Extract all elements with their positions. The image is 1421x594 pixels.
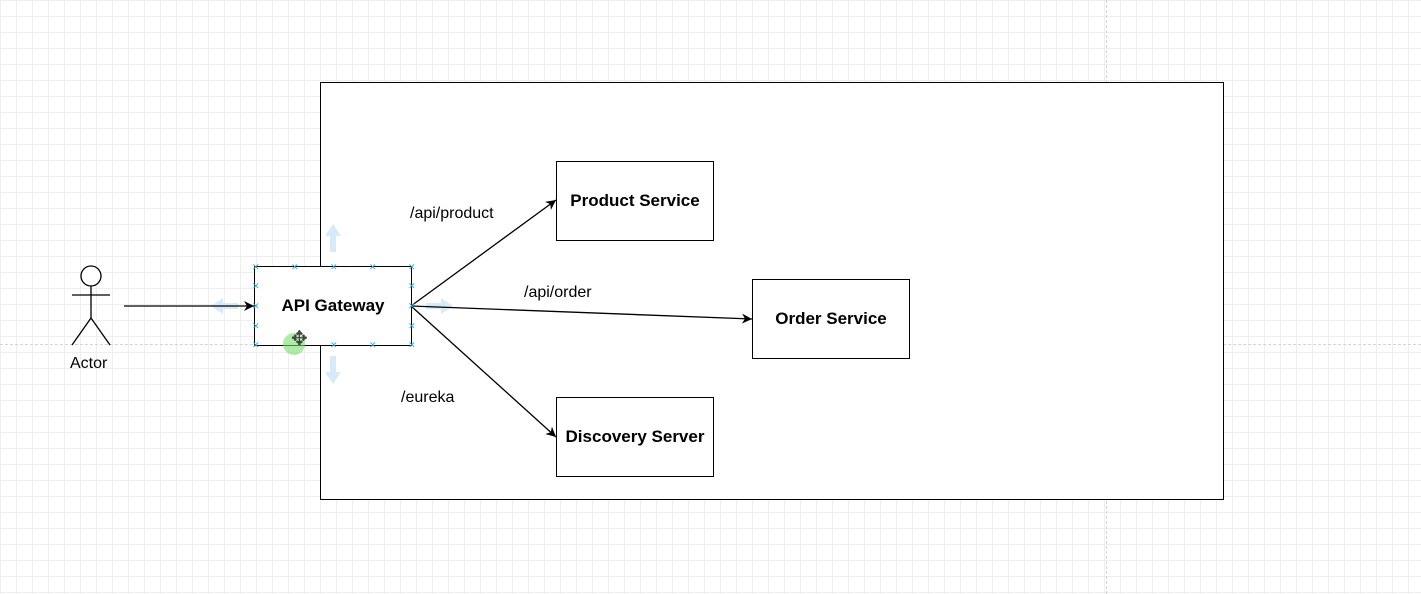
- resize-handle[interactable]: ✕: [408, 281, 416, 291]
- eureka-route-label[interactable]: /eureka: [401, 389, 455, 406]
- gateway-to-discovery-edge[interactable]: [410, 305, 557, 438]
- gateway-to-order-edge[interactable]: [410, 305, 753, 324]
- product-service-node[interactable]: Product Service: [556, 161, 714, 241]
- move-cross-icon[interactable]: ✥: [291, 328, 308, 350]
- resize-handle[interactable]: ✕: [252, 262, 260, 272]
- order-service-node[interactable]: Order Service: [752, 279, 910, 359]
- resize-handle[interactable]: ✕: [252, 321, 260, 331]
- arrow-up-icon: [325, 224, 341, 252]
- discovery-server-node[interactable]: Discovery Server: [556, 397, 714, 477]
- gateway-to-product-edge[interactable]: [410, 199, 557, 307]
- order-route-label[interactable]: /api/order: [524, 284, 592, 301]
- connection-point-hover[interactable]: [283, 333, 305, 355]
- resize-handle[interactable]: ✕: [330, 262, 338, 272]
- resize-handle[interactable]: ✕: [369, 262, 377, 272]
- resize-handle[interactable]: ✕: [252, 281, 260, 291]
- resize-handle[interactable]: ✕: [369, 340, 377, 350]
- stick-figure-icon[interactable]: [71, 265, 111, 346]
- resize-handle[interactable]: ✕: [291, 262, 299, 272]
- product-route-label[interactable]: /api/product: [410, 205, 494, 222]
- resize-handle[interactable]: ✕: [252, 340, 260, 350]
- arrow-right-icon: [426, 298, 453, 314]
- arrow-down-icon: [325, 356, 341, 384]
- resize-handle[interactable]: ✕: [408, 321, 416, 331]
- api-gateway-node[interactable]: API Gateway: [254, 266, 412, 346]
- actor-label: Actor: [70, 355, 108, 372]
- resize-handle[interactable]: ✕: [408, 301, 416, 311]
- resize-handle[interactable]: ✕: [330, 340, 338, 350]
- resize-handle[interactable]: ✕: [252, 301, 260, 311]
- resize-handle[interactable]: ✕: [408, 262, 416, 272]
- resize-handle[interactable]: ✕: [408, 340, 416, 350]
